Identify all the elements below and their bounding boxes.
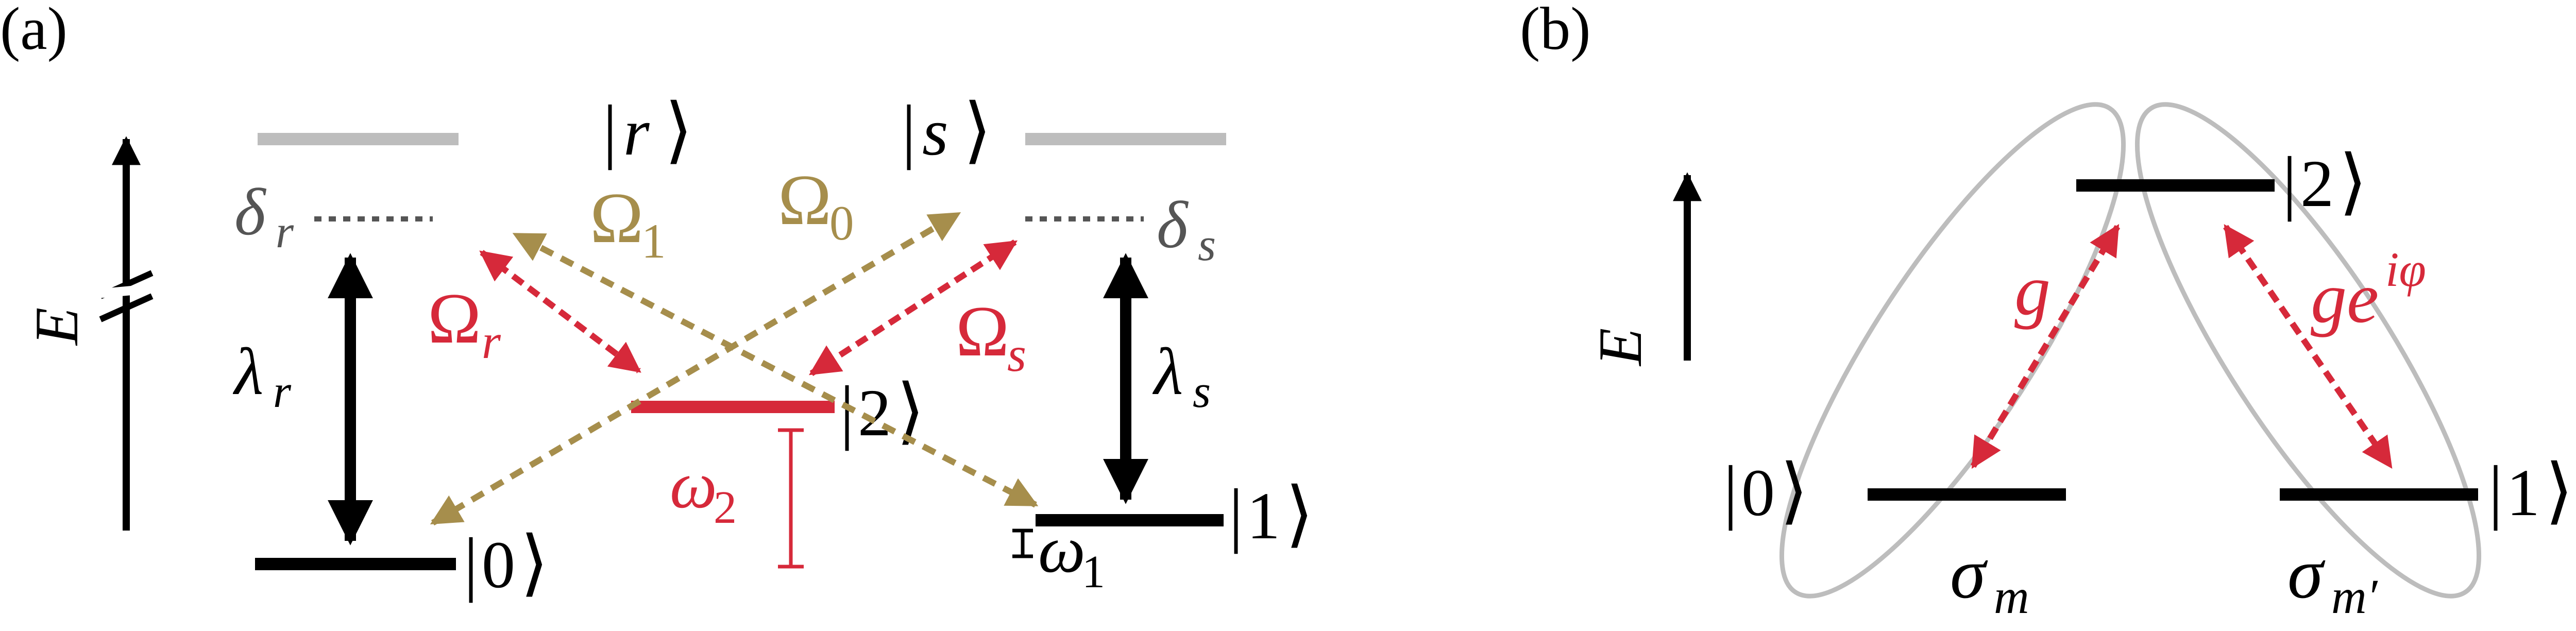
svg-text:⟩: ⟩ (2339, 142, 2367, 222)
coupling-ge-exponent: iφ (2385, 242, 2426, 297)
delta-r-symbol: δ (234, 175, 267, 249)
delta-s-symbol: δ (1157, 188, 1189, 262)
ket-1-b: | 1 ⟩ (2488, 451, 2573, 531)
omega-s-arrow (808, 239, 1018, 377)
panel-a: (a) E | r ⟩ | s ⟩ | 2 ⟩ (0, 0, 1314, 603)
axis-break-gap (97, 284, 155, 298)
lambda-r-symbol: λ (232, 335, 263, 409)
omega2-subscript: 2 (714, 482, 737, 533)
svg-text:|: | (2282, 142, 2297, 222)
omega1-label: Ω 1 (590, 178, 666, 268)
lambda-s-label: λ s (1152, 335, 1211, 417)
omega0-symbol: Ω (778, 160, 832, 240)
omega-s-subscript: s (1007, 327, 1026, 382)
coupling-g-label: g (2014, 250, 2050, 330)
omega1-width-symbol: ω (1038, 513, 1086, 587)
delta-s-label: δ s (1157, 188, 1216, 270)
lambda-s-subscript: s (1193, 366, 1211, 417)
energy-axis-a-label: E (22, 308, 91, 346)
coupling-ge-base: ge (2311, 258, 2379, 338)
omega-r-subscript: r (482, 314, 501, 369)
omega2-bar: ω 2 (670, 428, 804, 569)
svg-text:|: | (2488, 451, 2503, 531)
sigma-m-symbol: σ (1950, 534, 1988, 613)
omega-s-label: Ω s (956, 292, 1026, 382)
lambda-r-label: λ r (232, 335, 292, 417)
lambda-s-symbol: λ (1152, 335, 1183, 409)
coupling-ge-arrow (2223, 224, 2393, 469)
sigma-mprime-label: σ m′ (2287, 534, 2378, 624)
omega-r-label: Ω r (428, 279, 501, 369)
sigma-mprime-symbol: σ (2287, 534, 2326, 613)
ket-0-b: | 0 ⟩ (1723, 451, 1808, 531)
omega0-subscript: 0 (829, 196, 854, 250)
svg-text:|: | (1723, 451, 1738, 531)
svg-text:⟩: ⟩ (520, 523, 549, 603)
svg-text:⟩: ⟩ (665, 91, 693, 170)
ket-1-b-label: 1 (2506, 456, 2540, 530)
ket-2-b-label: 2 (2300, 147, 2334, 221)
omega0-label: Ω 0 (778, 160, 854, 250)
coupling-g-arrow (1970, 224, 2121, 469)
omega1-bar: ω 1 (1012, 513, 1105, 598)
svg-text:|: | (464, 523, 478, 603)
energy-axis-a: E (22, 136, 155, 531)
omega-s-symbol: Ω (956, 292, 1009, 371)
svg-text:⟩: ⟩ (963, 91, 992, 170)
svg-text:|: | (603, 91, 617, 170)
ket-0-a: | 0 ⟩ (464, 523, 549, 603)
ket-0-a-label: 0 (482, 528, 515, 602)
delta-r-subscript: r (276, 207, 294, 258)
panel-b-tag: (b) (1520, 0, 1591, 62)
ket-s-label: s (922, 95, 948, 169)
omega2-symbol: ω (670, 448, 717, 522)
ket-2-b: | 2 ⟩ (2282, 142, 2367, 222)
delta-r-label: δ r (234, 175, 294, 258)
ket-2-a-label: 2 (858, 376, 891, 450)
delta-s-subscript: s (1198, 219, 1216, 270)
omega1-symbol: Ω (590, 178, 643, 258)
ket-s: | s ⟩ (902, 91, 992, 170)
coupling-ge-label: ge iφ (2311, 242, 2426, 338)
sigma-m-subscript: m (1994, 569, 2029, 624)
axis-break-mark-lower (99, 293, 154, 322)
svg-text:⟩: ⟩ (2545, 451, 2573, 531)
ket-0-b-label: 0 (1741, 456, 1775, 530)
ket-1-a-label: 1 (1247, 479, 1280, 553)
svg-text:⟩: ⟩ (1780, 451, 1808, 531)
panel-a-tag: (a) (0, 0, 67, 62)
energy-axis-b-label: E (1586, 328, 1654, 367)
omega1-subscript: 1 (641, 214, 666, 268)
sigma-m-label: σ m (1950, 534, 2029, 624)
svg-text:⟩: ⟩ (1285, 474, 1314, 554)
svg-text:|: | (1229, 474, 1243, 554)
ket-r: | r ⟩ (603, 91, 693, 170)
sigma-mprime-subscript: m′ (2331, 569, 2378, 624)
ket-1-a: | 1 ⟩ (1229, 474, 1314, 554)
lambda-r-subscript: r (273, 366, 292, 417)
omega-r-arrow (479, 250, 641, 373)
omega-r-symbol: Ω (428, 279, 481, 359)
svg-text:|: | (902, 91, 916, 170)
omega1-width-subscript: 1 (1082, 547, 1105, 598)
panel-b: (b) E | 2 ⟩ | 0 ⟩ | 1 ⟩ g (1520, 0, 2573, 624)
ket-r-label: r (623, 95, 650, 169)
